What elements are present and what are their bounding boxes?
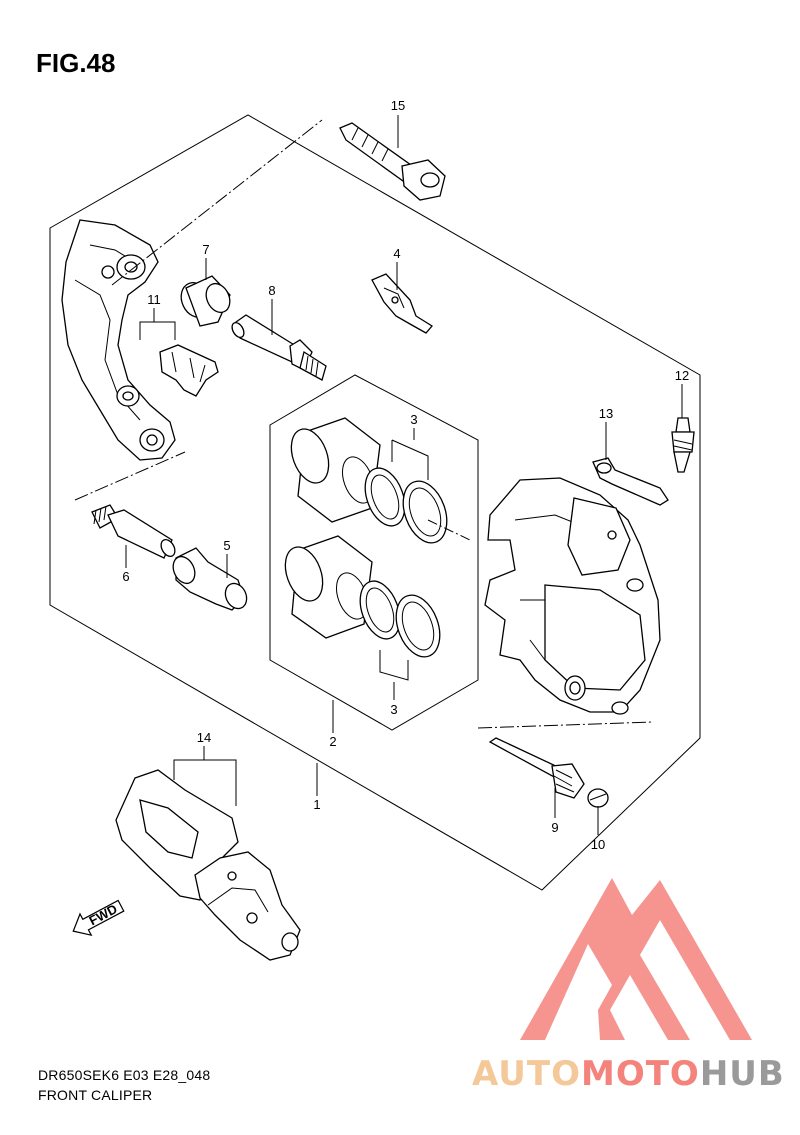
boot-part-7 (180, 275, 231, 327)
automotohub-watermark-text: AUTOMOTOHUB (472, 1054, 785, 1094)
seal-lower-inner (359, 580, 401, 640)
watermark-auto: AUTO (472, 1054, 581, 1094)
bleeder-cap-part-13 (592, 457, 669, 506)
callout-4: 4 (393, 246, 400, 261)
callout-6: 6 (122, 569, 129, 584)
pad-spring-part-11 (159, 344, 219, 397)
callout-12: 12 (675, 368, 689, 383)
piston-lower (284, 535, 373, 639)
pin-part-9 (488, 737, 585, 799)
bolt-axis-leader (111, 119, 323, 286)
callout-9: 9 (551, 820, 558, 835)
callout-5: 5 (223, 538, 230, 553)
callout-10: 10 (591, 837, 605, 852)
seal-bracket-lower (379, 650, 409, 681)
automotohub-watermark-logo (520, 878, 752, 1040)
pin-part-6 (91, 504, 176, 559)
seal-upper-outer (402, 480, 448, 544)
watermark-moto: MOTO (581, 1054, 700, 1094)
callout-1: 1 (313, 797, 320, 812)
seal-lower-outer (395, 594, 441, 658)
piston-axis-leader (427, 519, 471, 541)
callout-leaders (125, 115, 683, 835)
callout-13: 13 (599, 406, 613, 421)
callout-3-lower: 3 (390, 702, 397, 717)
pin-axis-leader (74, 451, 186, 501)
assembly-frame-outline (49, 114, 701, 891)
svg-text:AUTOMOTOHUB: AUTOMOTOHUB (472, 1054, 785, 1094)
spring-clip-part-4 (371, 273, 433, 334)
caliper-body (484, 477, 661, 715)
bolt-part-15 (339, 122, 446, 201)
callout-3-upper: 3 (410, 412, 417, 427)
model-code: DR650SEK6 E03 E28_048 (38, 1067, 211, 1083)
diagram-caption: FRONT CALIPER (38, 1087, 153, 1103)
caliper-bracket (61, 219, 176, 461)
callout-8: 8 (268, 283, 275, 298)
brake-pads-part-14 (115, 769, 301, 961)
piston-kit-frame-outline (269, 374, 479, 731)
callout-7: 7 (202, 242, 209, 257)
fwd-arrow-icon: FWD (72, 899, 125, 937)
callout-11: 11 (147, 292, 161, 307)
callout-14: 14 (197, 730, 211, 745)
seal-bracket-upper (391, 439, 429, 480)
pin-part-8 (231, 314, 327, 381)
callout-2: 2 (329, 734, 336, 749)
watermark-hub: HUB (700, 1054, 785, 1094)
callout-15: 15 (391, 98, 405, 113)
bleeder-valve-part-12 (671, 417, 695, 473)
seal-upper-inner (364, 467, 406, 527)
figure-title: FIG.48 (36, 48, 116, 78)
fwd-label: FWD (86, 901, 119, 928)
piston-upper (290, 417, 381, 523)
boot-part-5 (172, 547, 248, 611)
caliper-axis-leader (477, 721, 653, 729)
callout-numbers: 15 7 4 11 8 12 13 3 6 5 3 2 14 1 9 10 (122, 98, 689, 852)
cap-part-10 (587, 788, 609, 808)
